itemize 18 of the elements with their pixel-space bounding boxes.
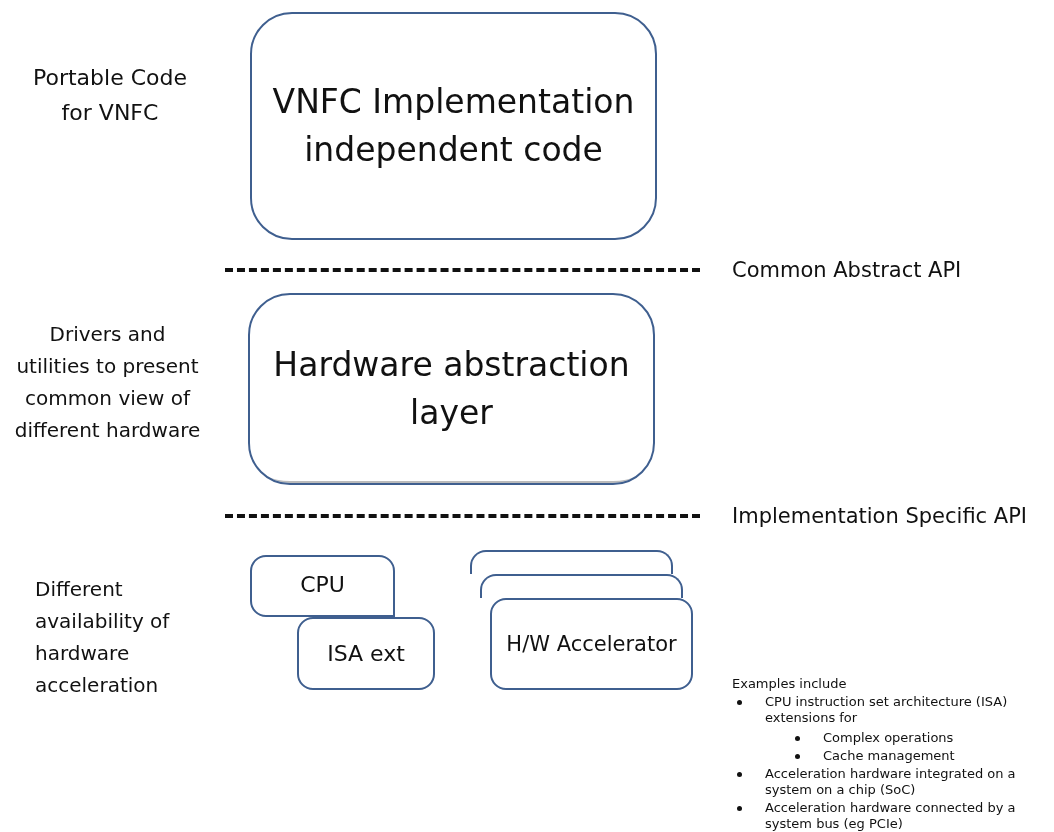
layer-box: VNFC Implementation independent code [250,12,657,240]
layer-box: Hardware abstraction layer [248,293,655,485]
stacked-card [470,550,673,574]
layer-description: Different availability of hardware acceleration [35,576,171,699]
bullet-item: Acceleration hardware connected by a system bus (eg PCIe) [765,800,1017,832]
stacked-card [480,574,683,598]
hardware-box: CPU [250,555,395,617]
list-heading: Examples include [732,676,848,693]
hardware-box: ISA ext [297,617,435,690]
layer-description: Drivers and utilities to present common view of different hardware [13,321,202,444]
bullet-item: Complex operations [823,730,955,747]
hardware-box: H/W Accelerator [490,598,693,690]
bullet-item: Acceleration hardware integrated on a system on a chip (SoC) [765,766,1017,799]
interface-label: Common Abstract API [732,257,963,284]
interface-label: Implementation Specific API [732,503,1029,530]
layer-description: Portable Code for VNFC [32,64,188,128]
bullet-item: CPU instruction set architecture (ISA) extensions for [765,694,1009,727]
bullet-item: Cache management [823,748,956,765]
